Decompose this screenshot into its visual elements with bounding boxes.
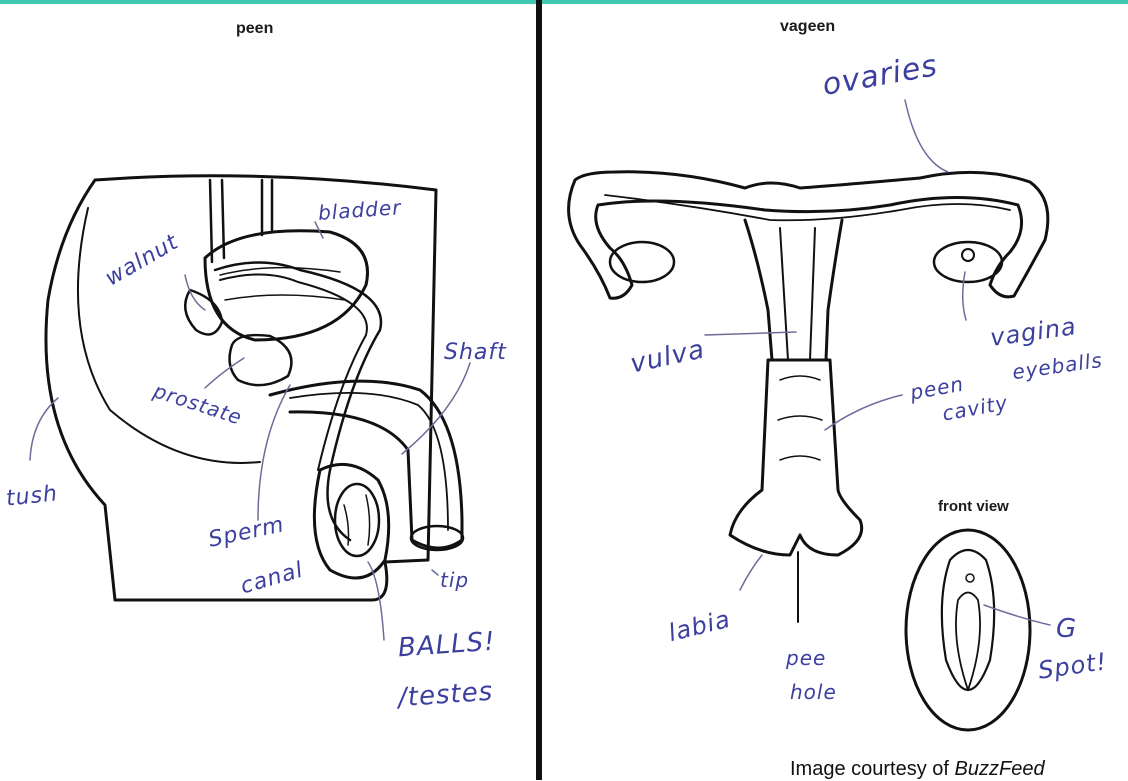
label-pee: pee — [786, 646, 826, 670]
credit-prefix: Image courtesy of — [790, 758, 955, 780]
leader-vagina — [963, 272, 966, 320]
uterus-outline — [569, 172, 1048, 298]
leader-ovaries — [905, 100, 948, 172]
vaginal-canal — [730, 360, 862, 555]
front-view-outline — [906, 530, 1030, 730]
label-hole: hole — [790, 680, 837, 704]
testis — [335, 484, 379, 556]
bladder-shape — [205, 231, 368, 340]
leader-peen-cavity — [825, 395, 902, 430]
label-g: G — [1056, 614, 1077, 644]
penis-shaft — [270, 381, 462, 548]
label-shaft: Shaft — [444, 340, 507, 365]
image-credit: Image courtesy of BuzzFeed — [790, 758, 1045, 781]
penis-tip — [411, 526, 463, 550]
leader-tip — [432, 570, 438, 575]
leader-vulva — [705, 332, 796, 335]
leader-sperm-canal — [258, 385, 290, 520]
leader-prostate — [205, 358, 244, 388]
label-tip: tip — [440, 568, 469, 592]
scrotum — [314, 464, 388, 578]
sperm-duct — [215, 263, 381, 541]
prostate-gland — [230, 335, 292, 385]
cervix-canal — [745, 220, 842, 360]
credit-source: BuzzFeed — [955, 758, 1045, 780]
leader-labia — [740, 555, 762, 590]
left-ovary — [610, 242, 674, 282]
ureter-right — [262, 180, 272, 235]
